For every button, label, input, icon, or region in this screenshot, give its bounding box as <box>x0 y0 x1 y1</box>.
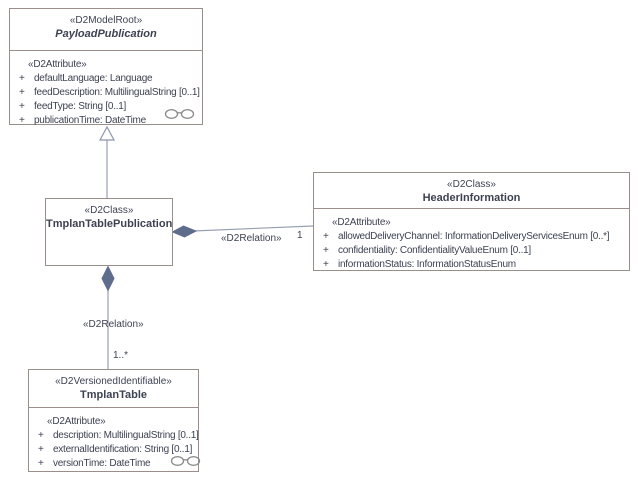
class-header-information[interactable]: «D2Class» HeaderInformation «D2Attribute… <box>313 172 630 271</box>
generalization-connector[interactable] <box>98 125 116 198</box>
attribute-row: +feedDescription: MultilingualString [0.… <box>19 87 200 98</box>
attribute-row: +informationStatus: InformationStatusEnu… <box>323 259 516 270</box>
attributes-compartment: «D2Attribute» +allowedDeliveryChannel: I… <box>314 208 629 272</box>
attribute-row: +versionTime: DateTime <box>38 458 151 469</box>
relation-stereotype-label: «D2Relation» <box>221 233 282 244</box>
class-tmplan-table[interactable]: «D2VersionedIdentifiable» TmplanTable «D… <box>28 369 201 472</box>
attribute-row: +externalIdentification: String [0..1] <box>38 444 193 455</box>
composition-diamond-icon <box>171 225 198 238</box>
class-payload-publication[interactable]: «D2ModelRoot» PayloadPublication «D2Attr… <box>9 8 203 128</box>
class-header: «D2VersionedIdentifiable» TmplanTable <box>29 370 198 407</box>
spectacles-icon <box>170 456 201 466</box>
class-name: PayloadPublication <box>55 28 157 40</box>
generalization-arrowhead-icon <box>98 125 116 141</box>
attribute-row: +allowedDeliveryChannel: InformationDeli… <box>323 231 610 242</box>
class-name: TmplanTablePublication <box>46 218 173 230</box>
attribute-stereotype-header: «D2Attribute» <box>47 416 106 427</box>
relation-multiplicity-label: 1..* <box>113 350 129 361</box>
attributes-compartment: «D2Attribute» +defaultLanguage: Language… <box>10 50 202 128</box>
attribute-stereotype-header: «D2Attribute» <box>332 217 391 228</box>
relation-multiplicity-label: 1 <box>297 230 303 241</box>
class-stereotype: «D2VersionedIdentifiable» <box>55 376 172 387</box>
attribute-row: +description: MultilingualString [0..1] <box>38 430 199 441</box>
class-header: «D2ModelRoot» PayloadPublication <box>10 9 202 50</box>
spectacles-icon <box>164 109 195 119</box>
composition-diamond-icon <box>101 265 115 292</box>
class-header: «D2Class» TmplanTablePublication <box>46 199 172 231</box>
class-name: HeaderInformation <box>422 192 521 204</box>
class-stereotype: «D2Class» <box>84 205 134 216</box>
attribute-stereotype-header: «D2Attribute» <box>28 59 87 70</box>
class-stereotype: «D2Class» <box>447 179 496 190</box>
relation-stereotype-label: «D2Relation» <box>83 319 144 330</box>
attribute-row: +feedType: String [0..1] <box>19 101 127 112</box>
attributes-compartment: «D2Attribute» +description: Multilingual… <box>29 407 199 471</box>
class-name: TmplanTable <box>79 389 148 401</box>
attribute-row: +confidentiality: ConfidentialityValueEn… <box>323 245 531 256</box>
class-stereotype: «D2ModelRoot» <box>69 15 143 26</box>
attribute-row: +defaultLanguage: Language <box>19 73 153 84</box>
attribute-row: +publicationTime: DateTime <box>19 115 146 126</box>
class-header: «D2Class» HeaderInformation <box>314 173 629 208</box>
class-tmplan-table-publication[interactable]: «D2Class» TmplanTablePublication <box>45 198 173 266</box>
